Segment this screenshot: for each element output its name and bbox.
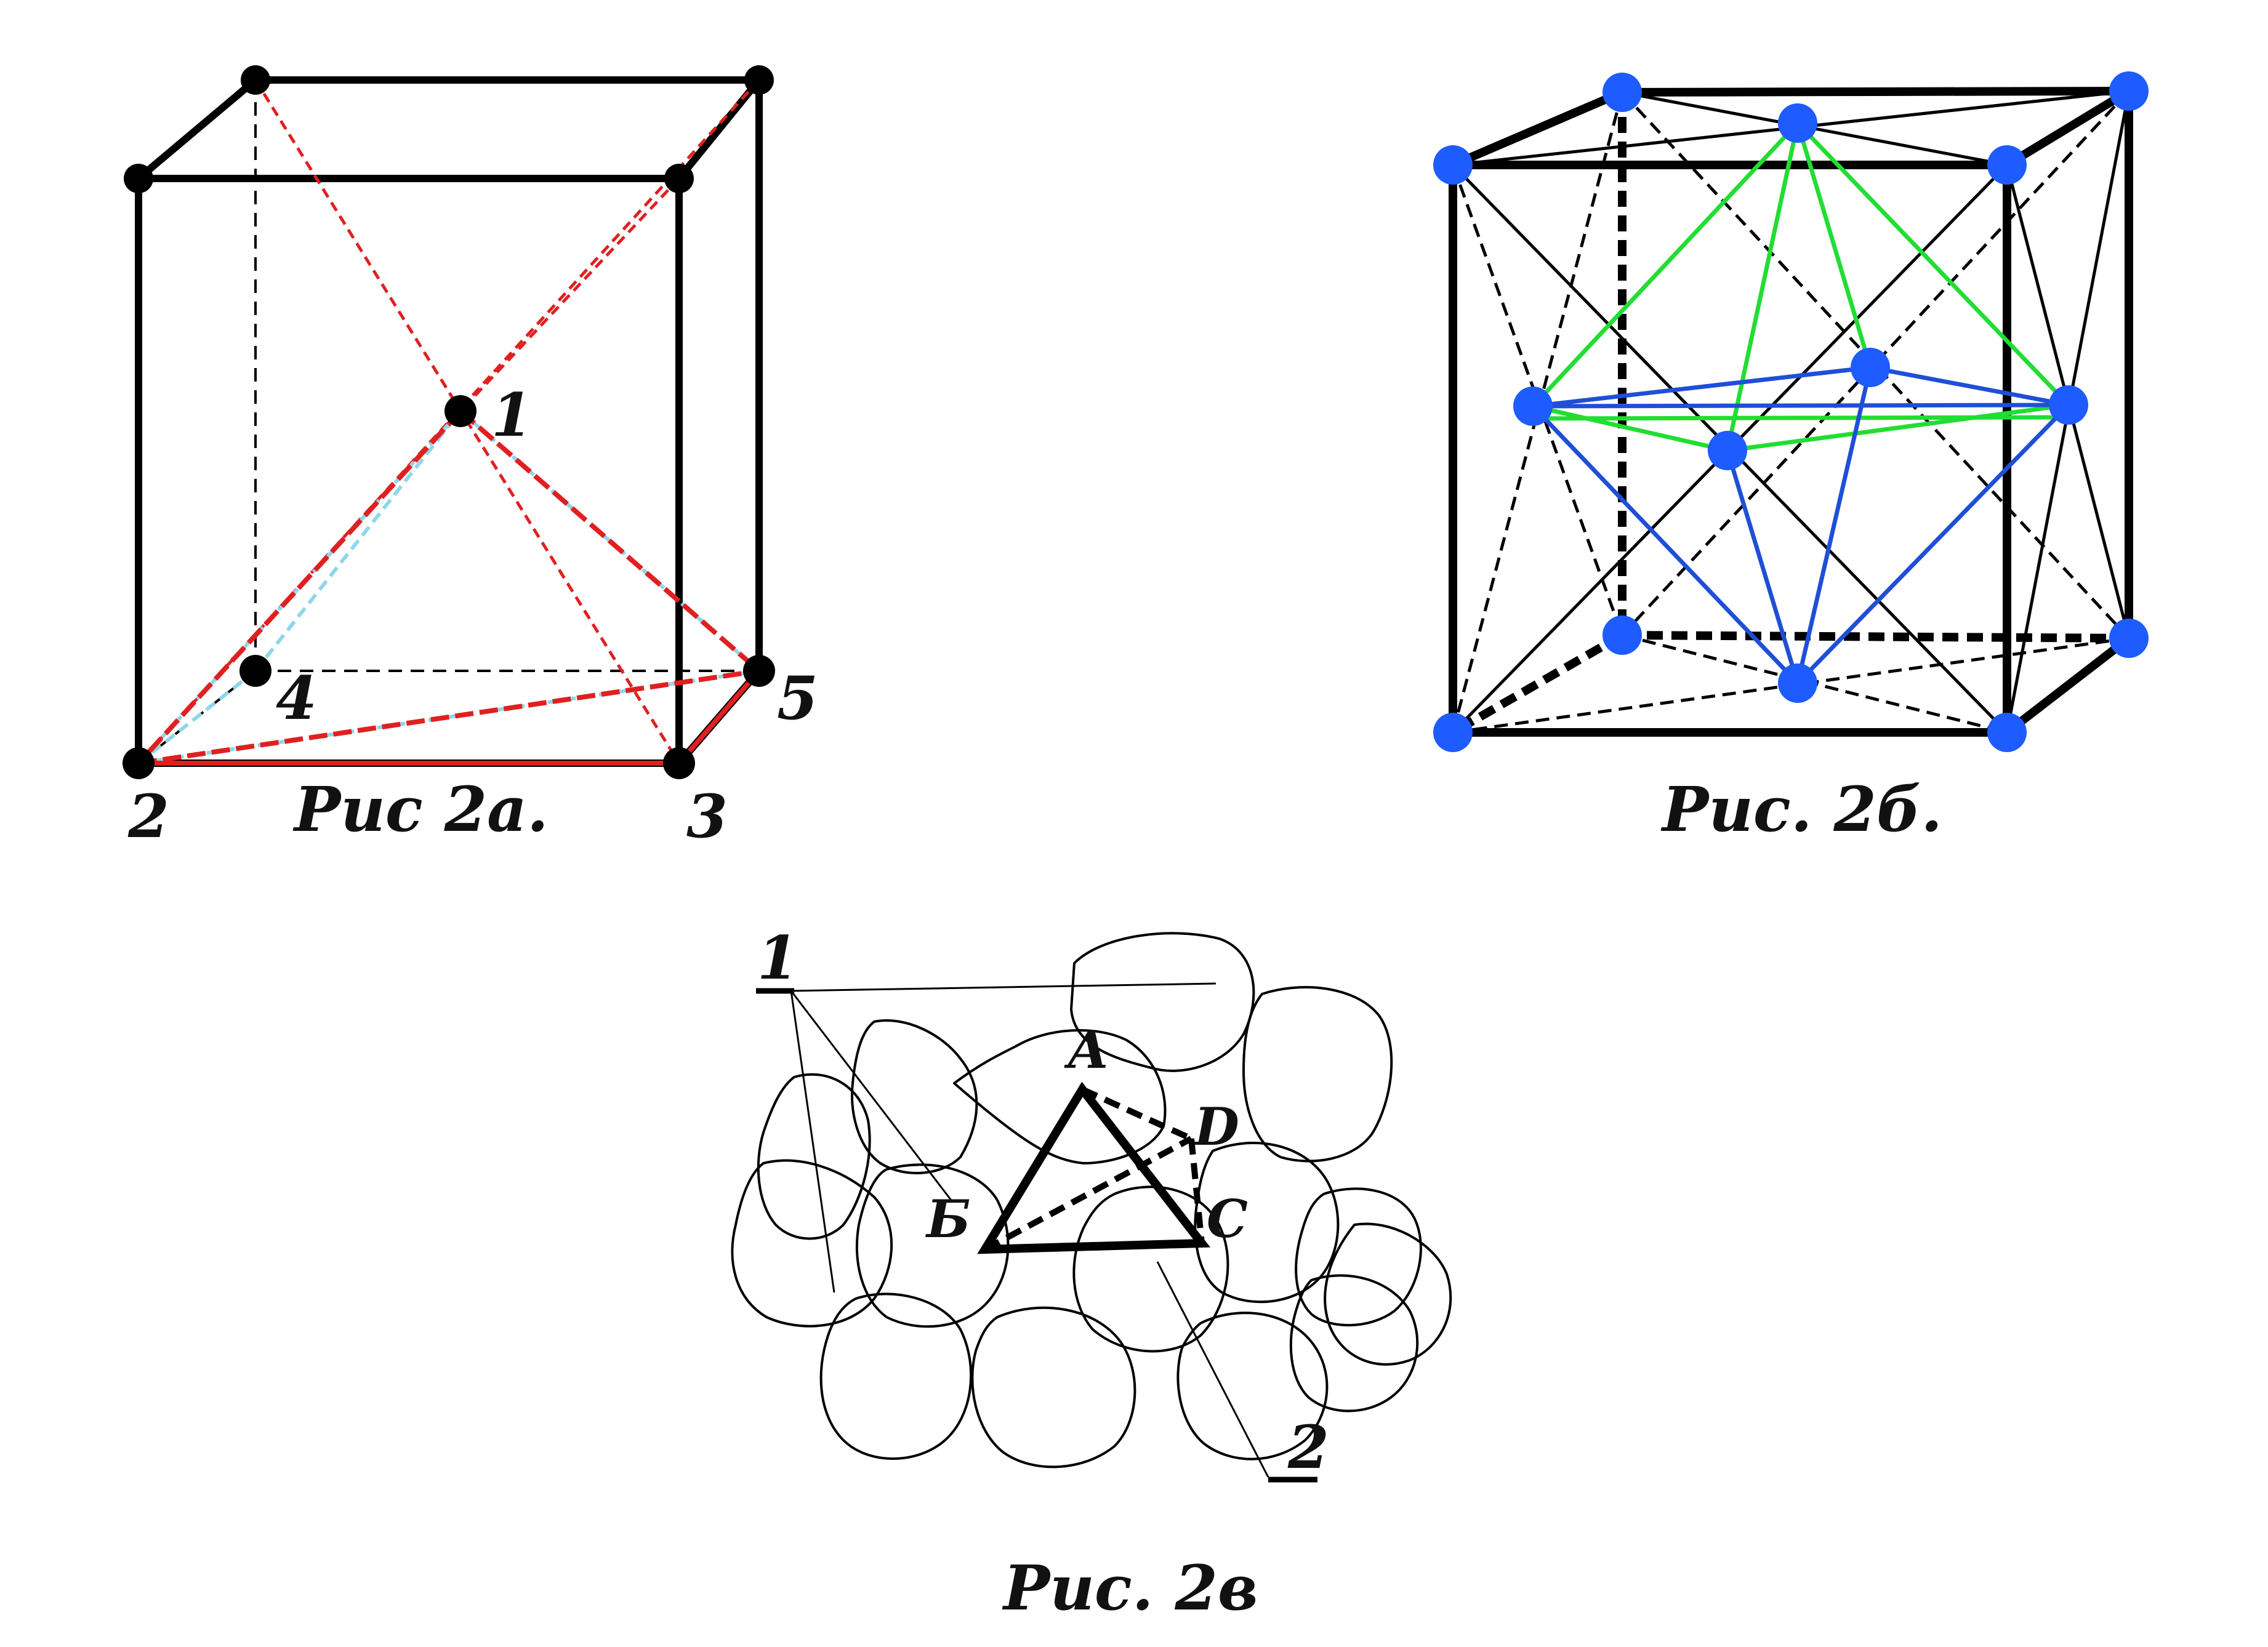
diagonal-line — [459, 177, 680, 412]
atom — [1851, 348, 1890, 387]
grain — [851, 1019, 978, 1174]
cube-edge — [1618, 87, 2133, 97]
vertex-label-b: Б — [925, 1188, 971, 1249]
tetra-hidden-edge — [1188, 1138, 1205, 1244]
atom — [1778, 663, 1817, 703]
tetra-edge — [254, 410, 462, 672]
tetra-edge-red — [138, 668, 760, 766]
point-label-5: 5 — [777, 663, 818, 733]
vertex-label-d: D — [1193, 1096, 1239, 1157]
grain — [819, 1292, 973, 1460]
figure-2a: 1 4 5 2 3 Рис 2а. — [123, 65, 818, 851]
bottom-edge-red — [677, 669, 762, 765]
grain — [971, 1306, 1136, 1469]
atom — [1433, 145, 1473, 185]
octa-edge-blue — [1870, 365, 2069, 407]
leader-line — [790, 990, 835, 1293]
hidden-diagonal — [1451, 92, 1624, 733]
atom — [239, 655, 271, 687]
atom — [2049, 385, 2088, 425]
atom — [1513, 387, 1553, 426]
octa-edge-green — [1531, 121, 1800, 408]
atom — [2109, 71, 2149, 111]
grain — [1242, 986, 1393, 1163]
atom — [1602, 73, 1642, 112]
figure-caption-2a: Рис 2а. — [292, 773, 549, 846]
tetra-triangle — [977, 1081, 1210, 1254]
octa-edge-blue — [1531, 404, 1800, 685]
figure-2b: Рис. 2б. — [1433, 71, 2149, 846]
cube-edge — [2003, 634, 2133, 737]
atom — [744, 65, 774, 95]
cube-edge — [1449, 88, 1627, 169]
point-label-1: 1 — [491, 380, 533, 450]
atom — [664, 164, 694, 193]
grain — [731, 1159, 893, 1328]
atom — [1778, 103, 1817, 143]
octa-edge-green — [1725, 122, 1800, 451]
octa-edge-blue — [1725, 449, 1800, 684]
grain — [1070, 932, 1255, 1072]
tetra-hidden-edge — [1080, 1086, 1193, 1142]
grain — [1072, 1185, 1229, 1353]
atom — [1602, 615, 1642, 655]
figure-caption-2b: Рис. 2б. — [1660, 773, 1942, 846]
figure-caption-2c: Рис. 2в — [1002, 1552, 1258, 1624]
grain — [757, 1073, 871, 1240]
figure-2c: 1 2 A Б C D Рис. 2в — [731, 923, 1452, 1624]
atom — [241, 65, 270, 95]
atom — [1708, 431, 1747, 470]
tetra-edge-red — [137, 409, 462, 765]
octa-edge-blue — [1795, 367, 1873, 684]
octa-edge-green — [1795, 122, 1873, 368]
atom — [743, 655, 775, 687]
hidden-edge — [1622, 631, 2129, 643]
grain-label-2: 2 — [1287, 1413, 1329, 1482]
hidden-edge — [1450, 631, 1625, 737]
point-label-4: 4 — [276, 663, 317, 733]
vertex-label-c: C — [1207, 1188, 1248, 1249]
leader-line — [790, 990, 952, 1201]
vertex-label-a: A — [1064, 1019, 1108, 1080]
grain — [1289, 1274, 1419, 1413]
leader-line — [1156, 1261, 1269, 1478]
grain — [856, 1163, 1010, 1328]
atom — [1433, 713, 1473, 752]
grain — [1324, 1222, 1452, 1366]
point-label-3: 3 — [686, 782, 728, 851]
grain — [953, 1028, 1167, 1164]
hidden-diagonal — [1621, 90, 2130, 636]
atom — [663, 747, 695, 779]
octa-edge-green — [1532, 404, 1728, 453]
grain — [1295, 1187, 1422, 1327]
octa-edge-blue — [1532, 403, 2069, 409]
atom — [2109, 619, 2149, 658]
point-label-2: 2 — [127, 782, 169, 851]
octa-edge-blue — [1532, 365, 1871, 409]
atom — [1987, 145, 2027, 185]
grain-label-1: 1 — [757, 923, 798, 993]
tetra-edge-red — [459, 409, 761, 673]
cube-edge — [2003, 87, 2133, 169]
octa-edge-blue — [1796, 403, 2070, 685]
atom — [1987, 713, 2027, 752]
atom — [444, 395, 477, 427]
octa-edge-green — [1727, 403, 2069, 453]
octa-edge-green — [1796, 121, 2070, 407]
tetra-edge — [137, 669, 257, 765]
leader-line — [790, 982, 1216, 992]
tetra-hidden-edge — [983, 1136, 1193, 1252]
cube-edge — [135, 76, 259, 182]
atom — [123, 747, 155, 779]
atom — [124, 164, 153, 193]
grain — [1176, 1312, 1329, 1461]
